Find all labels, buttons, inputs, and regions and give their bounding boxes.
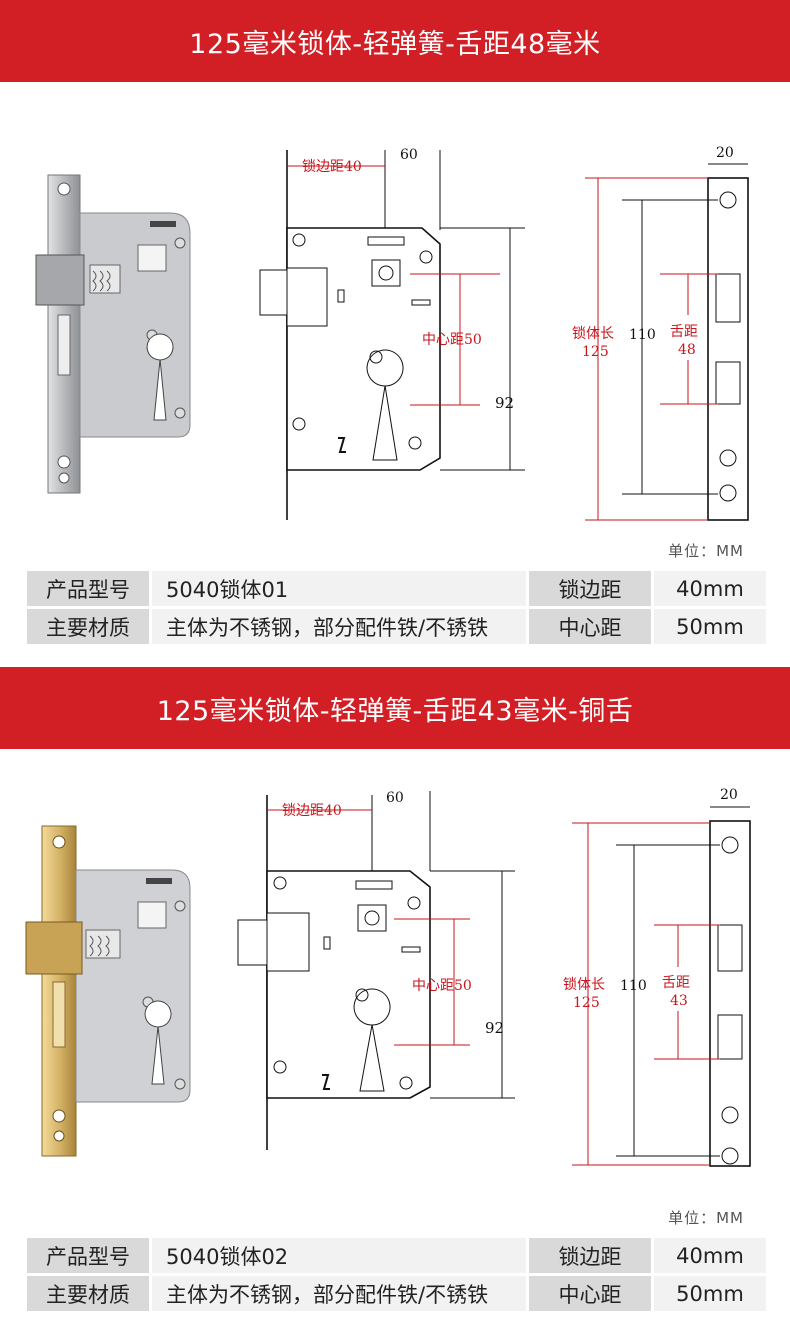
spec-table: 产品型号 5040锁体02 锁边距 40mm 主要材质 主体为不锈钢，部分配件铁… [24, 1235, 769, 1314]
front-dimension-drawing: 锁边距40 60 中心距50 92 [237, 790, 515, 1150]
spec-table: 产品型号 5040锁体01 锁边距 40mm 主要材质 主体为不锈钢，部分配件铁… [24, 568, 769, 647]
backset-label: 锁边距 [529, 571, 651, 606]
table-row: 主要材质 主体为不锈钢，部分配件铁/不锈铁 中心距 50mm [27, 1276, 766, 1311]
lock-body-photo [25, 825, 191, 1157]
body-length-label: 锁体长 [563, 977, 605, 993]
center-distance-label: 中心距50 [422, 332, 482, 348]
hole-distance-label: 110 [629, 327, 656, 343]
model-value: 5040锁体01 [152, 571, 526, 606]
center-distance-label: 中心距50 [412, 978, 472, 994]
body-length-value: 125 [573, 995, 600, 1011]
unit-note: 单位：MM [668, 542, 744, 560]
backset-label: 锁边距 [529, 1238, 651, 1273]
material-value: 主体为不锈钢，部分配件铁/不锈铁 [152, 1276, 526, 1311]
center-value: 50mm [654, 609, 766, 644]
backset-value: 40mm [654, 1238, 766, 1273]
body-length-value: 125 [582, 344, 609, 360]
hole-distance-label: 110 [620, 978, 647, 994]
banner-title: 125毫米锁体-轻弹簧-舌距43毫米-铜舌 [156, 695, 634, 727]
material-label: 主要材质 [27, 1276, 149, 1311]
backset-value: 40mm [654, 571, 766, 606]
center-value: 50mm [654, 1276, 766, 1311]
side-dimension-drawing: 20 锁体长 125 110 舌距 48 [572, 145, 749, 521]
backset-dimension-label: 锁边距40 [282, 803, 342, 819]
table-row: 产品型号 5040锁体02 锁边距 40mm [27, 1238, 766, 1273]
width-dimension-label: 60 [386, 790, 404, 806]
center-label: 中心距 [529, 1276, 651, 1311]
unit-note: 单位：MM [668, 1209, 744, 1227]
width-dimension-label: 60 [400, 147, 418, 163]
tongue-distance-value: 48 [678, 342, 696, 358]
table-row: 主要材质 主体为不锈钢，部分配件铁/不锈铁 中心距 50mm [27, 609, 766, 644]
lock-body-photo [35, 174, 191, 494]
model-label: 产品型号 [27, 1238, 149, 1273]
tongue-distance-label: 舌距 [670, 324, 698, 340]
height-dimension-label: 92 [495, 394, 514, 412]
table-row: 产品型号 5040锁体01 锁边距 40mm [27, 571, 766, 606]
lock-section-1: 125毫米锁体-轻弹簧-舌距48毫米 锁边距40 60 [0, 0, 790, 665]
section-banner: 125毫米锁体-轻弹簧-舌距48毫米 [0, 0, 790, 82]
material-label: 主要材质 [27, 609, 149, 644]
faceplate-width-label: 20 [716, 145, 734, 161]
front-dimension-drawing: 锁边距40 60 中心距50 92 [259, 147, 525, 520]
body-length-label: 锁体长 [572, 326, 614, 342]
model-value: 5040锁体02 [152, 1238, 526, 1273]
height-dimension-label: 92 [485, 1019, 504, 1037]
faceplate-width-label: 20 [720, 787, 738, 803]
lock-section-2: 125毫米锁体-轻弹簧-舌距43毫米-铜舌 锁边距40 60 [0, 667, 790, 1331]
side-dimension-drawing: 20 锁体长 125 110 舌距 43 [563, 787, 751, 1167]
center-label: 中心距 [529, 609, 651, 644]
banner-title: 125毫米锁体-轻弹簧-舌距48毫米 [189, 28, 601, 60]
section-banner: 125毫米锁体-轻弹簧-舌距43毫米-铜舌 [0, 667, 790, 749]
tongue-distance-label: 舌距 [662, 975, 690, 991]
material-value: 主体为不锈钢，部分配件铁/不锈铁 [152, 609, 526, 644]
tongue-distance-value: 43 [670, 993, 688, 1009]
model-label: 产品型号 [27, 571, 149, 606]
backset-dimension-label: 锁边距40 [302, 159, 362, 175]
